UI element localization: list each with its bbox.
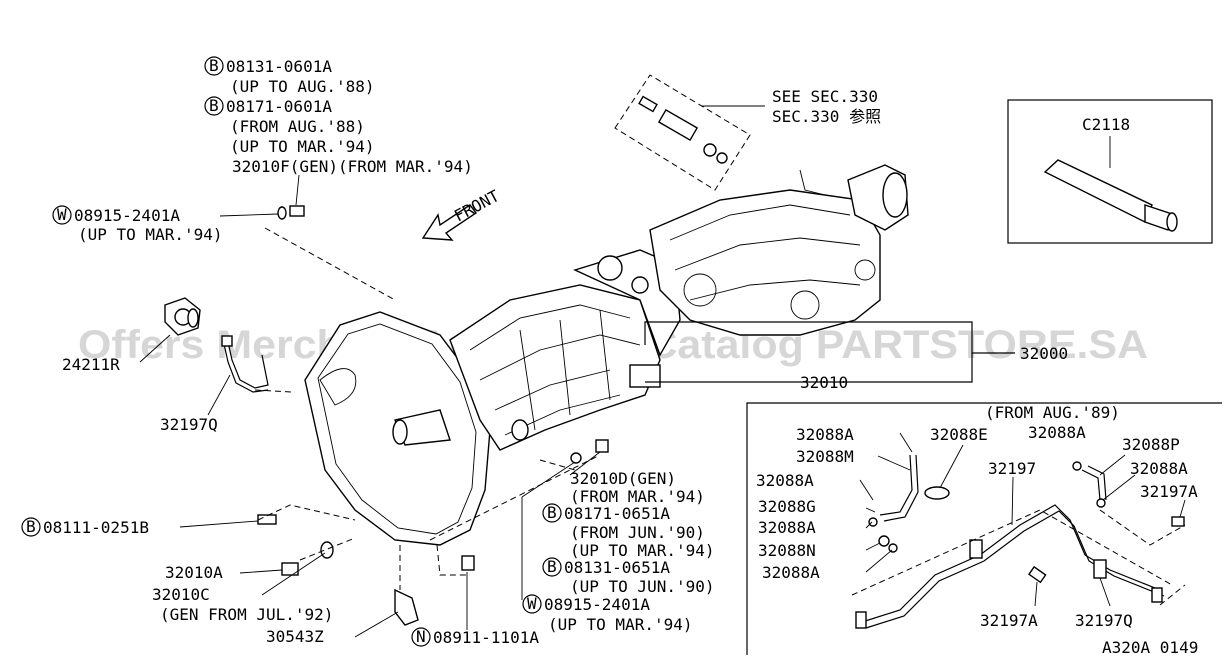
bolt-icon [1027, 516, 1185, 584]
transmission-assembly-icon [304, 164, 909, 546]
transfer-case-icon [649, 189, 881, 336]
bracket-icon [394, 588, 419, 626]
label-32088e: 32088E [930, 425, 988, 444]
diagram-code: A320A 0149 [1102, 638, 1198, 657]
inset-frame [1007, 99, 1213, 244]
label-32088a-1: 32088A [796, 425, 854, 444]
label-from-aug89: (FROM AUG.'89) [985, 403, 1120, 422]
front-arrow-icon: FRONT [421, 186, 503, 241]
svg-text:08171-0651A: 08171-0651A [564, 504, 670, 523]
sealant-tube-icon [1043, 159, 1178, 232]
speedometer-pinion-icon [164, 297, 201, 336]
svg-text:08111-0251B: 08111-0251B [43, 518, 149, 537]
label-sec330-ref: SEC.330 参照 [772, 107, 881, 126]
harness-clip-icon [221, 335, 269, 393]
label-from-mar94: (FROM MAR.'94) [570, 487, 705, 506]
label-32088g: 32088G [758, 497, 816, 516]
label-32088a-6: 32088A [1130, 459, 1188, 478]
label-32197a-2: 32197A [980, 611, 1038, 630]
main-case-icon [449, 284, 661, 451]
label-washer-08915-2401a-top: W 08915-2401A [52, 205, 180, 225]
tube-clip-icon [969, 539, 983, 559]
label-32088a-2: 32088A [756, 471, 814, 490]
label-32088m: 32088M [796, 447, 854, 466]
label-see-sec330: SEE SEC.330 [772, 87, 878, 106]
svg-text:W: W [527, 594, 537, 613]
label-up-to-mar94-d: (UP TO MAR.'94) [548, 615, 693, 634]
label-washer-08915-2401a-bot: W 08915-2401A [522, 594, 650, 614]
label-32088a-5: 32088A [1028, 423, 1086, 442]
label-front: FRONT [451, 186, 503, 226]
svg-text:B: B [209, 56, 219, 75]
label-bolt-08171-0601a: B 08171-0601A [204, 96, 332, 116]
svg-text:B: B [547, 557, 557, 576]
label-nut-08911-1101a: N 08911-1101A [411, 627, 539, 647]
label-32088a-4: 32088A [762, 563, 820, 582]
bolt-icon [277, 205, 305, 220]
shift-rod-icon [638, 95, 728, 164]
label-24211r: 24211R [62, 355, 120, 374]
label-32197q-2: 32197Q [1075, 611, 1133, 630]
label-32088p: 32088P [1122, 435, 1180, 454]
svg-text:N: N [416, 627, 426, 646]
svg-text:B: B [547, 503, 557, 522]
see-section-callout: SEE SEC.330 SEC.330 参照 [614, 74, 881, 191]
svg-text:08915-2401A: 08915-2401A [74, 206, 180, 225]
label-bolt-08111-0251b: B 08111-0251B [21, 517, 149, 537]
breather-tube-icon [861, 504, 1161, 623]
label-32197a-1: 32197A [1140, 482, 1198, 501]
tube-inset: (FROM AUG.'89) [746, 402, 1222, 657]
label-c2118: C2118 [1082, 115, 1130, 134]
label-from-aug88: (FROM AUG.'88) [230, 117, 365, 136]
label-32010a: 32010A [165, 563, 223, 582]
label-up-to-mar94-b: (UP TO MAR.'94) [78, 225, 223, 244]
label-32010c: 32010C [152, 585, 210, 604]
label-32010f: 32010F(GEN)(FROM MAR.'94) [232, 157, 473, 176]
svg-text:08131-0601A: 08131-0601A [226, 57, 332, 76]
svg-text:08911-1101A: 08911-1101A [433, 628, 539, 647]
label-from-jun90: (FROM JUN.'90) [570, 523, 705, 542]
label-up-to-mar94-c: (UP TO MAR.'94) [570, 541, 715, 560]
label-bolt-08131-0651a: B 08131-0651A [542, 557, 670, 577]
svg-text:08171-0601A: 08171-0601A [226, 97, 332, 116]
svg-text:B: B [26, 517, 36, 536]
label-32010: 32010 [800, 373, 848, 392]
label-32010d: 32010D(GEN) [570, 469, 676, 488]
svg-text:08131-0651A: 08131-0651A [564, 558, 670, 577]
label-up-to-mar94-a: (UP TO MAR.'94) [230, 137, 375, 156]
label-32000: 32000 [1020, 344, 1068, 363]
svg-text:08915-2401A: 08915-2401A [544, 595, 650, 614]
label-32088n: 32088N [758, 541, 816, 560]
label-30543z: 30543Z [266, 627, 324, 646]
svg-text:W: W [57, 205, 67, 224]
hose-icon [879, 454, 913, 516]
label-up-to-jun90: (UP TO JUN.'90) [570, 577, 715, 596]
clamp-icon [924, 486, 950, 500]
nut-icon [461, 555, 475, 571]
label-32197q: 32197Q [160, 415, 218, 434]
label-gen-from-jul92: (GEN FROM JUL.'92) [160, 605, 333, 624]
label-32088a-3: 32088A [758, 518, 816, 537]
svg-text:B: B [209, 96, 219, 115]
sealant-inset: C2118 [1007, 99, 1213, 244]
label-32197: 32197 [988, 459, 1036, 478]
label-bolt-08131-0601a: B 08131-0601A [204, 56, 332, 76]
label-up-to-aug88: (UP TO AUG.'88) [230, 77, 375, 96]
label-bolt-08171-0651a: B 08171-0651A [542, 503, 670, 523]
